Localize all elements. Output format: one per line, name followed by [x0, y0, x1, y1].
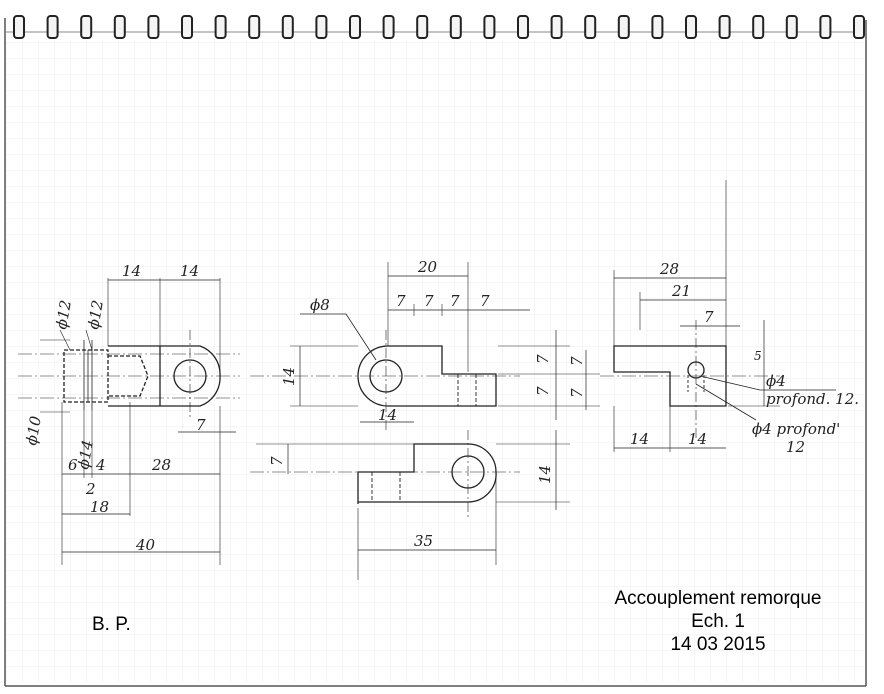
spiral-ring — [685, 15, 697, 39]
spiral-ring — [416, 15, 429, 39]
note-2-line1: ϕ4 profond' — [752, 420, 840, 438]
dim-left-6: 6 — [68, 456, 78, 474]
spiral-ring — [584, 15, 597, 39]
spiral-binding — [13, 15, 865, 39]
spiral-ring — [248, 15, 261, 39]
spiral-ring — [80, 15, 93, 39]
spiral-ring — [483, 15, 496, 39]
dim-mid-14-left: 14 — [280, 367, 298, 386]
dim-right-7-side-a: 7 — [568, 356, 586, 366]
drawing-scale: Ech. 1 — [691, 611, 745, 632]
dim-mid-14-inner: 14 — [378, 406, 397, 424]
dim-right-7: 7 — [704, 308, 714, 326]
spiral-ring — [785, 15, 798, 39]
author-initials: B. P. — [92, 614, 131, 635]
dim-right-21: 21 — [671, 282, 691, 300]
dim-mid-14-right: 14 — [536, 465, 554, 484]
spiral-ring — [382, 15, 395, 39]
dim-mid-7a: 7 — [396, 292, 406, 310]
dim-left-phi12b: ϕ12 — [84, 299, 107, 331]
drawing-title: Accouplement remorque — [614, 588, 822, 609]
dim-right-14a: 14 — [630, 430, 649, 448]
spiral-ring — [13, 15, 25, 39]
dim-left-4: 4 — [95, 456, 106, 474]
dim-right-14b: 14 — [688, 430, 707, 448]
dim-mid-phi8: ϕ8 — [310, 296, 330, 314]
dim-mid-7-lower-left: 7 — [268, 456, 286, 466]
spiral-ring — [449, 15, 462, 39]
dim-right-5: 5 — [754, 349, 762, 363]
dim-left-phi12a: ϕ12 — [52, 299, 75, 331]
spiral-ring — [718, 15, 731, 39]
note-2-line2: 12 — [786, 438, 805, 456]
dim-right-7-side-b: 7 — [568, 388, 586, 398]
dim-mid-7b: 7 — [424, 292, 434, 310]
dim-right-28: 28 — [659, 260, 679, 278]
dim-mid-7d: 7 — [480, 292, 490, 310]
dim-mid-35: 35 — [414, 532, 433, 550]
spiral-ring — [181, 15, 193, 39]
dim-left-2: 2 — [85, 480, 96, 498]
dim-left-18: 18 — [90, 498, 109, 516]
left-view — [18, 278, 240, 565]
left-view-labels: 14 14 ϕ12 ϕ12 ϕ10 ϕ14 7 6 4 28 2 18 40 — [22, 262, 206, 554]
dim-mid-7-right-a: 7 — [534, 354, 552, 364]
drawing-date: 14 03 2015 — [670, 634, 766, 655]
right-view-labels: 28 21 7 7 7 5 ϕ4 profond. 12. ϕ4 profond… — [568, 260, 859, 456]
dim-left-40: 40 — [135, 536, 156, 554]
spiral-ring — [281, 15, 294, 39]
spiral-ring — [819, 15, 832, 39]
grid-paper — [6, 42, 864, 682]
spiral-ring — [517, 15, 529, 39]
spiral-ring — [853, 15, 865, 39]
spiral-ring — [315, 15, 328, 39]
note-1-line2: profond. 12. — [766, 390, 859, 408]
dim-left-phi14: ϕ14 — [74, 439, 97, 471]
spiral-ring — [651, 15, 664, 39]
spiral-ring — [113, 15, 126, 39]
spiral-ring — [46, 15, 59, 39]
middle-view — [250, 262, 600, 580]
middle-view-labels: 20 7 7 7 7 ϕ8 14 14 7 7 7 14 35 — [268, 258, 554, 550]
dim-left-14b: 14 — [180, 262, 199, 280]
note-1-line1: ϕ4 — [766, 372, 786, 390]
dim-left-14a: 14 — [122, 262, 141, 280]
dim-left-7: 7 — [196, 416, 206, 434]
dim-mid-7-right-b: 7 — [534, 386, 552, 396]
dim-mid-20: 20 — [417, 258, 438, 276]
title-block: Accouplement remorque Ech. 1 14 03 2015 — [588, 587, 848, 656]
spiral-ring — [550, 15, 563, 39]
spiral-ring — [349, 15, 361, 39]
dim-left-phi10: ϕ10 — [22, 414, 45, 446]
spiral-ring — [147, 15, 160, 39]
right-view — [600, 180, 836, 452]
spiral-ring — [617, 15, 630, 39]
spiral-ring — [752, 15, 765, 39]
dim-mid-7c: 7 — [450, 292, 460, 310]
spiral-ring — [214, 15, 227, 39]
dim-left-28: 28 — [151, 456, 171, 474]
